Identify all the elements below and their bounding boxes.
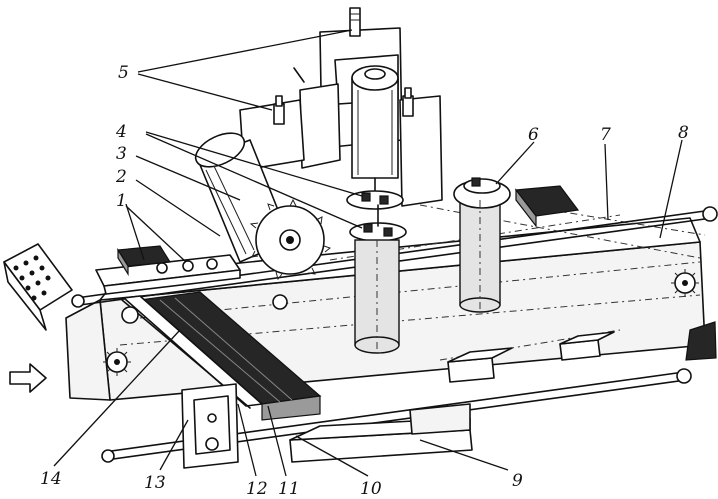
sprocket-left-icon [103, 348, 131, 376]
callout-1: 1 [116, 191, 127, 211]
callout-11: 11 [278, 479, 300, 499]
callout-14: 14 [40, 469, 62, 489]
spindle-cylinder-left [354, 239, 400, 354]
callout-3: 3 [116, 144, 127, 164]
cutter-unit-right [453, 177, 511, 313]
workpiece-right-side [515, 188, 537, 228]
callout-2: 2 [115, 167, 127, 187]
control-panel[interactable] [3, 243, 73, 331]
callout-4: 4 [115, 122, 127, 142]
spindle-motor [351, 65, 399, 201]
callout-9: 9 [512, 471, 523, 491]
callout-6: 6 [528, 125, 539, 145]
circular-saw [249, 198, 332, 281]
feed-direction-arrow-icon [9, 363, 47, 393]
callout-7: 7 [600, 125, 611, 145]
sprocket-right-icon [671, 269, 699, 297]
bed-end-plate [685, 321, 717, 361]
workpiece-long [138, 291, 322, 421]
callout-10: 10 [360, 479, 382, 499]
carriage-guide [121, 294, 288, 409]
spindle-tower [239, 7, 443, 207]
callout-8: 8 [678, 123, 689, 143]
carriage-support [181, 383, 239, 469]
cutter-head-lower [349, 204, 407, 242]
callout-13: 13 [144, 473, 166, 493]
leader-lines [53, 29, 683, 477]
callout-5: 5 [118, 63, 129, 83]
callout-12: 12 [246, 479, 268, 499]
machine-base [289, 403, 473, 463]
callout-labels: 5 4 3 2 1 6 7 8 9 10 11 12 13 14 [40, 63, 689, 499]
feed-carriage [95, 245, 241, 295]
